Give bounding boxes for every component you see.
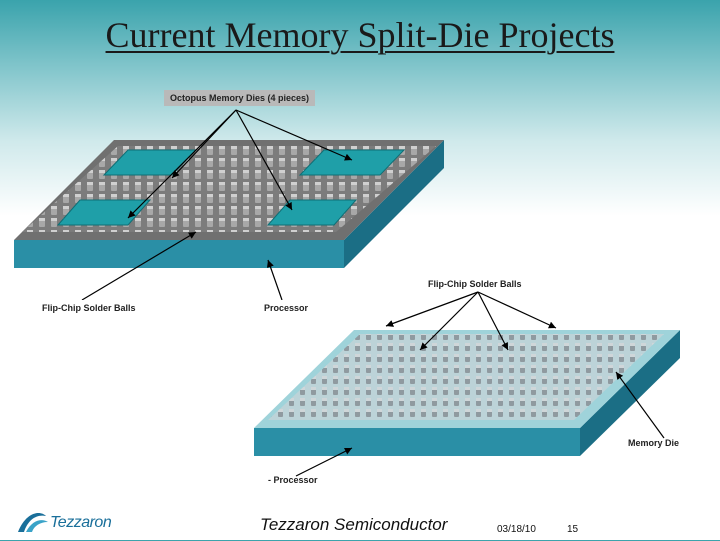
top-board-side: [344, 140, 444, 268]
arrow-flip-chip-left: [81, 231, 197, 301]
arrow-flip-chip-right-4: [477, 291, 557, 329]
label-flip-chip-left: Flip-Chip Solder Balls: [38, 300, 140, 316]
memory-die-2: [298, 149, 406, 176]
label-processor-bottom: - Processor: [268, 475, 318, 485]
arrow-processor-top: [266, 259, 283, 301]
label-processor-bottom-text: Processor: [273, 475, 318, 485]
footer-company: Tezzaron Semiconductor: [260, 515, 448, 534]
bottom-assembly: [254, 330, 680, 456]
arrows: [81, 109, 665, 477]
arrow-memory-die: [615, 371, 665, 439]
label-processor-top: Processor: [260, 300, 313, 316]
tezzaron-logo: Tezzaron: [12, 510, 124, 536]
top-assembly: [14, 140, 444, 268]
bottom-board-front: [254, 428, 580, 456]
arrow-flip-chip-right-1: [385, 291, 479, 327]
logo-swirl-icon: [18, 513, 48, 532]
arrow-processor-bottom: [295, 447, 353, 477]
logo-text: Tezzaron: [50, 514, 112, 531]
arrow-die-4: [235, 109, 293, 211]
arrow-die-3: [127, 109, 237, 219]
slide-title: Current Memory Split-Die Projects: [105, 15, 615, 55]
bottom-board-side: [580, 330, 680, 456]
footer-page-number: 15: [567, 524, 579, 535]
label-octopus-memory-dies: Octopus Memory Dies (4 pieces): [164, 90, 316, 106]
memory-die-3: [56, 199, 152, 226]
bottom-ball-array: [268, 334, 664, 420]
arrow-flip-chip-right-2: [419, 291, 479, 351]
footer-date: 03/18/10: [497, 524, 536, 535]
top-board-front: [14, 240, 344, 268]
arrow-flip-chip-right-3: [477, 291, 509, 351]
label-flip-chip-right: Flip-Chip Solder Balls: [428, 279, 522, 289]
label-memory-die: Memory Die: [628, 438, 680, 448]
arrow-die-2: [235, 109, 353, 161]
